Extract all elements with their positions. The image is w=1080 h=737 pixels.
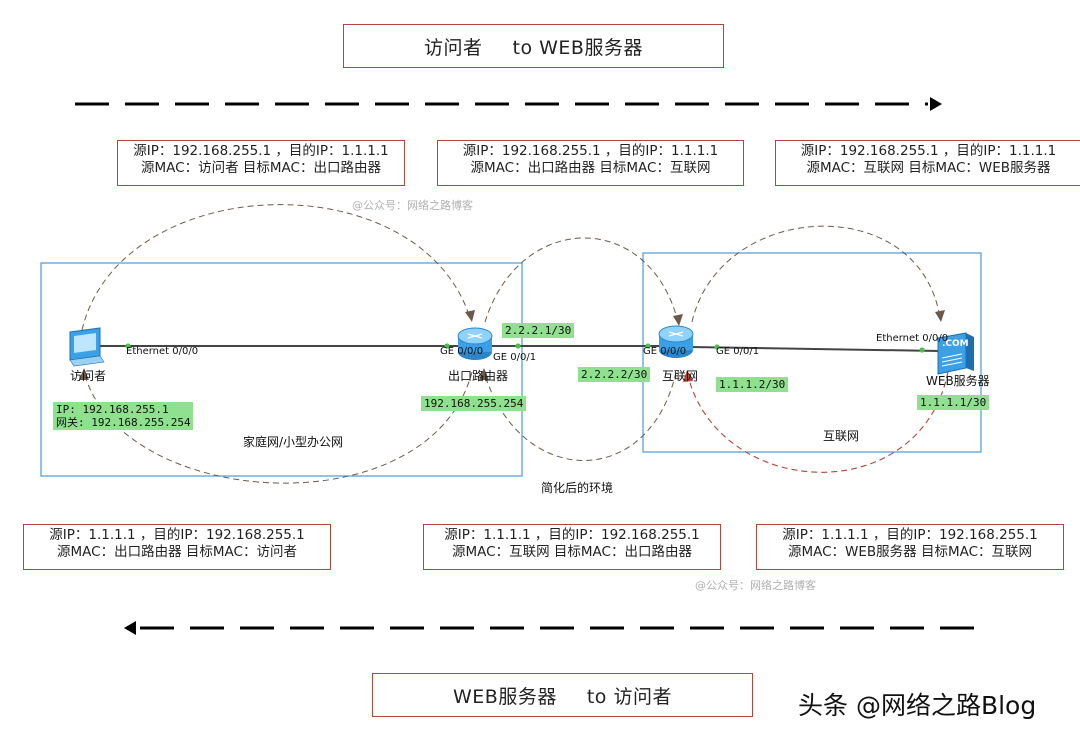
port-dot-router-ge001 [515, 343, 521, 349]
exit-router-icon [457, 327, 493, 360]
title-visitor-to-server-to: to WEB服务器 [512, 36, 643, 59]
visitor-ip: IP: 192.168.255.1 [56, 403, 169, 416]
home-network-area-label: 家庭网/小型办公网 [243, 435, 344, 449]
port-label-server-eth: Ethernet 0/0/0 [876, 333, 949, 344]
home-network-area [40, 262, 523, 477]
arc-return-3 [83, 371, 473, 484]
top-info-box-3: 源IP：192.168.255.1 ，目的IP：1.1.1.1 源MAC：互联网… [775, 140, 1080, 186]
visitor-address-label: IP: 192.168.255.1 网关: 192.168.255.254 [53, 402, 193, 430]
bottom-info-box-3: 源IP：1.1.1.1 ，目的IP：192.168.255.1 源MAC：WEB… [756, 524, 1064, 570]
bottom-info-box-2: 源IP：1.1.1.1 ，目的IP：192.168.255.1 源MAC：互联网… [423, 524, 721, 570]
bottom-info-box-1-ip: 源IP：1.1.1.1 ，目的IP：192.168.255.1 [49, 527, 305, 543]
arc-return-3-head [79, 368, 89, 380]
bottom-info-box-2-ip: 源IP：1.1.1.1 ，目的IP：192.168.255.1 [444, 527, 700, 543]
bottom-info-box-2-mac: 源MAC：互联网 目标MAC：出口路由器 [452, 544, 692, 560]
internet-label: 互联网 [662, 369, 699, 383]
port-dot-router-ge000 [444, 343, 450, 349]
port-label-internet-ge001: GE 0/0/1 [716, 346, 760, 357]
port-dot-internet-ge000 [645, 343, 651, 349]
bottom-info-box-1-mac: 源MAC：出口路由器 目标MAC：访问者 [57, 544, 297, 560]
port-dot-visitor [125, 343, 131, 349]
top-info-box-2: 源IP：192.168.255.1 ，目的IP：1.1.1.1 源MAC：出口路… [437, 140, 744, 186]
top-info-box-2-mac: 源MAC：出口路由器 目标MAC：互联网 [470, 160, 711, 176]
bottom-info-box-3-ip: 源IP：1.1.1.1 ，目的IP：192.168.255.1 [782, 527, 1038, 543]
title-visitor-to-server: 访问者 to WEB服务器 [343, 24, 724, 68]
watermark-bottom: @公众号：网络之路博客 [695, 579, 816, 592]
visitor-pc-icon [69, 327, 105, 367]
arc-return-2 [483, 371, 677, 461]
bottom-info-box-1: 源IP：1.1.1.1 ，目的IP：192.168.255.1 源MAC：出口路… [23, 524, 331, 570]
port-label-router-ge000: GE 0/0/0 [440, 346, 484, 357]
watermark-top: @公众号：网络之路博客 [352, 199, 473, 212]
server-address: 1.1.1.1/30 [917, 395, 990, 410]
arc-return-2-head [479, 368, 489, 380]
arc-forward-2 [484, 237, 679, 323]
arc-return-1-head [683, 370, 693, 382]
web-server-label: WEB服务器 [926, 374, 990, 388]
internet-router-icon [658, 325, 694, 358]
title-server-to-visitor: WEB服务器 to 访问者 [372, 673, 753, 717]
title-visitor-to-server-from: 访问者 [424, 36, 483, 59]
top-info-box-1-ip: 源IP：192.168.255.1 ，目的IP：1.1.1.1 [133, 143, 389, 159]
title-server-to-visitor-to: to 访问者 [586, 685, 672, 708]
top-info-box-3-ip: 源IP：192.168.255.1 ，目的IP：1.1.1.1 [800, 143, 1057, 159]
web-server-icon [937, 332, 974, 375]
bottom-info-box-3-mac: 源MAC：WEB服务器 目标MAC：互联网 [787, 544, 1033, 560]
arc-forward-3 [691, 225, 941, 323]
exit-router-label: 出口路由器 [448, 369, 509, 383]
visitor-label: 访问者 [70, 369, 107, 383]
server-com-badge: .COM [942, 339, 969, 349]
forward-arrow-head [930, 97, 942, 111]
port-dot-server [919, 347, 925, 353]
top-info-box-3-mac: 源MAC：互联网 目标MAC：WEB服务器 [806, 160, 1051, 176]
internet-area-label: 互联网 [823, 429, 860, 443]
arc-return-1 [687, 371, 949, 473]
arc-forward-3-head [935, 310, 945, 322]
port-label-visitor-eth: Ethernet 0/0/0 [126, 346, 199, 357]
internet-left-address: 2.2.2.2/30 [578, 367, 651, 382]
arc-forward-1-head [465, 310, 475, 322]
port-dot-internet-ge001 [714, 344, 720, 350]
port-label-internet-ge000: GE 0/0/0 [643, 346, 687, 357]
brand-watermark: 头条 @网络之路Blog [798, 691, 1037, 720]
return-arrow-head [124, 621, 136, 635]
router-lan-address: 192.168.255.254 [421, 396, 527, 411]
arc-forward-2-head [673, 314, 683, 326]
top-info-box-2-ip: 源IP：192.168.255.1 ，目的IP：1.1.1.1 [462, 143, 719, 159]
internet-area [642, 252, 982, 453]
router-wan-address: 2.2.2.1/30 [502, 323, 575, 338]
arc-forward-1 [81, 204, 471, 331]
internet-right-address: 1.1.1.2/30 [716, 377, 789, 392]
visitor-gateway: 网关: 192.168.255.254 [56, 416, 191, 429]
top-info-box-1-mac: 源MAC：访问者 目标MAC：出口路由器 [141, 160, 381, 176]
link-internet-server [689, 346, 941, 352]
port-label-router-ge001: GE 0/0/1 [493, 352, 537, 363]
top-info-box-1: 源IP：192.168.255.1 ，目的IP：1.1.1.1 源MAC：访问者… [117, 140, 405, 186]
simplified-environment-label: 简化后的环境 [541, 481, 614, 495]
title-server-to-visitor-from: WEB服务器 [453, 685, 557, 708]
